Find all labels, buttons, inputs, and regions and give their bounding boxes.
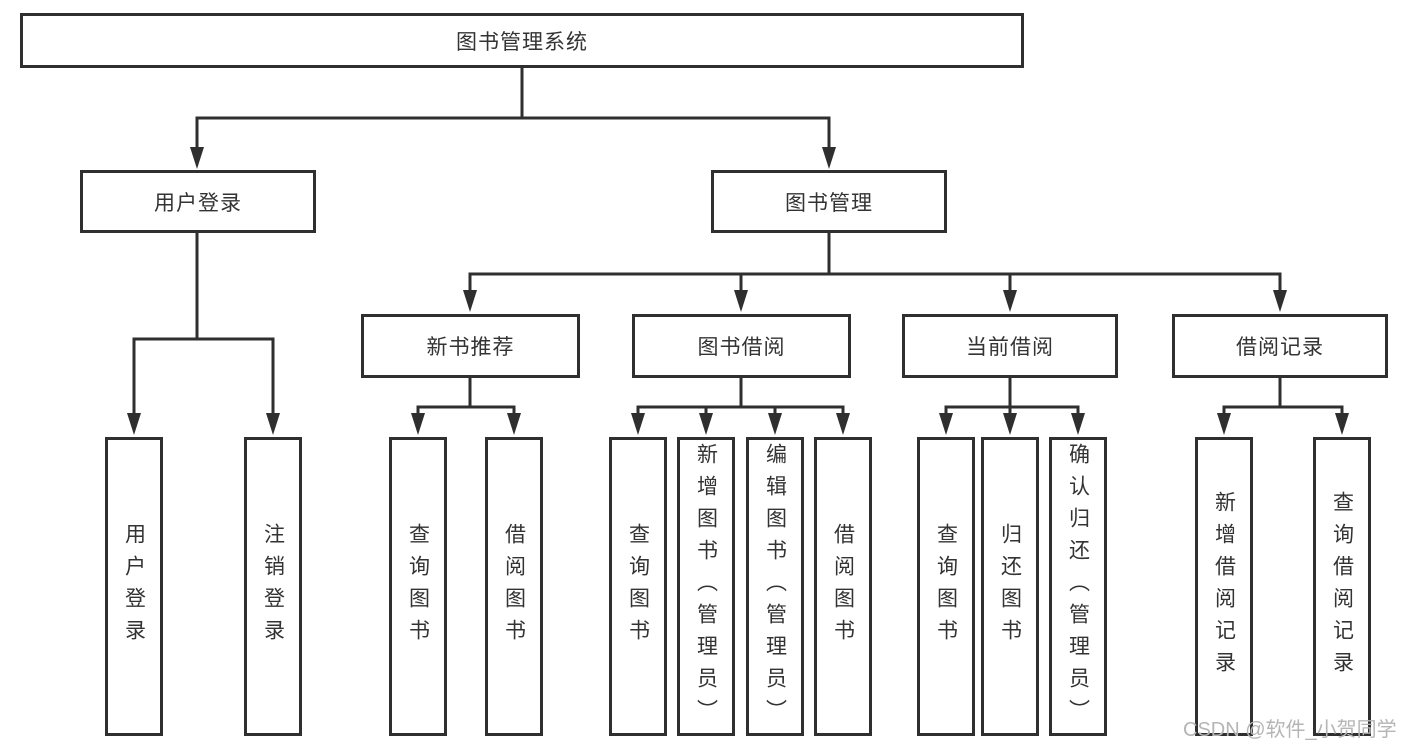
edge-new-book-fork [416, 376, 516, 418]
node-user-login: 用户登录 [80, 170, 316, 233]
leaf-borrow-add-book-admin: 新增图书（管理员） [677, 437, 735, 736]
edge-root-to-level2 [195, 66, 831, 152]
edge-current-borrow-fork [944, 376, 1080, 418]
node-borrow-record: 借阅记录 [1172, 314, 1388, 378]
leaf-user-login: 用户登录 [105, 437, 163, 736]
edge-book-borrow-fork [636, 376, 845, 418]
node-root-system: 图书管理系统 [20, 13, 1024, 68]
arrow-head [699, 413, 713, 435]
arrow-head [822, 147, 836, 169]
arrow-head [768, 413, 782, 435]
edge-borrow-record-fork [1222, 376, 1344, 418]
leaf-record-add-borrow-record: 新增借阅记录 [1195, 437, 1253, 736]
leaf-logout: 注销登录 [244, 437, 302, 736]
node-book-borrow: 图书借阅 [632, 314, 851, 378]
arrow-head [1003, 413, 1017, 435]
arrow-head [1071, 413, 1085, 435]
node-current-borrow: 当前借阅 [902, 314, 1118, 378]
arrow-head [1217, 413, 1231, 435]
arrow-head [939, 413, 953, 435]
arrow-head [836, 413, 850, 435]
leaf-borrow-borrow-book: 借阅图书 [814, 437, 872, 736]
arrow-head [190, 147, 204, 169]
leaf-current-confirm-return-admin: 确认归还（管理员） [1049, 437, 1107, 736]
leaf-newbook-borrow-book: 借阅图书 [485, 437, 543, 736]
arrow-head [734, 290, 748, 312]
arrow-head [1335, 413, 1349, 435]
arrow-head [1003, 290, 1017, 312]
arrow-head [127, 413, 141, 435]
edge-user-login-fork [132, 231, 275, 418]
leaf-current-query-book: 查询图书 [917, 437, 975, 736]
arrow-head [631, 413, 645, 435]
leaf-current-return-book: 归还图书 [981, 437, 1039, 736]
leaf-borrow-edit-book-admin: 编辑图书（管理员） [746, 437, 804, 736]
leaf-record-query-borrow-record: 查询借阅记录 [1313, 437, 1371, 736]
edge-book-mgmt-fork [468, 231, 1282, 295]
leaf-newbook-query-book: 查询图书 [389, 437, 447, 736]
csdn-watermark: CSDN @软件_小贺同学 [1183, 719, 1397, 741]
arrow-head [463, 290, 477, 312]
arrow-head [411, 413, 425, 435]
arrow-head [266, 413, 280, 435]
node-new-book-recommend: 新书推荐 [361, 314, 580, 378]
arrow-head [1273, 290, 1287, 312]
leaf-borrow-query-book: 查询图书 [609, 437, 667, 736]
arrow-head [507, 413, 521, 435]
node-book-management: 图书管理 [711, 170, 947, 233]
